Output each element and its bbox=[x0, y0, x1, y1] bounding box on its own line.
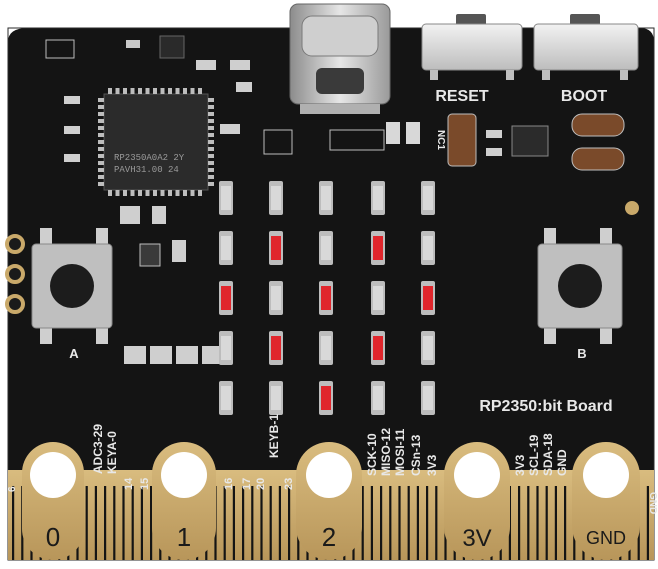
led-r2-c4 bbox=[421, 281, 435, 315]
pin-label-3v3-a: 3V3 bbox=[425, 454, 439, 476]
pad-0-label: 0 bbox=[46, 522, 60, 552]
pin-label-mosi: MOSI-11 bbox=[393, 428, 407, 476]
pin-label-17: 17 bbox=[241, 478, 253, 490]
led-r1-c1 bbox=[269, 231, 283, 265]
reset-switch[interactable] bbox=[421, 14, 523, 80]
led-r3-c3 bbox=[371, 331, 385, 365]
chip-pins bbox=[98, 88, 214, 196]
nc1-label: NC1 bbox=[435, 130, 446, 150]
button-b-label: B bbox=[577, 346, 586, 361]
led-r1-c3 bbox=[371, 231, 385, 265]
led-r3-c0 bbox=[219, 331, 233, 365]
led-r0-c4 bbox=[421, 181, 435, 215]
resistor-array bbox=[124, 346, 224, 364]
led-r2-c0 bbox=[219, 281, 233, 315]
led-r3-c1 bbox=[269, 331, 283, 365]
led-r3-c2 bbox=[319, 331, 333, 365]
led-r0-c1 bbox=[269, 181, 283, 215]
led-r2-c1 bbox=[269, 281, 283, 315]
boot-switch[interactable] bbox=[533, 14, 639, 80]
pin-label-gnd-edge: GND bbox=[647, 492, 658, 514]
usb-c-connector bbox=[289, 3, 391, 114]
led-r4-c1 bbox=[269, 381, 283, 415]
pin-label-16: 16 bbox=[223, 478, 235, 490]
small-components bbox=[45, 35, 639, 267]
pin-label-scl: SCL-19 bbox=[527, 434, 541, 476]
led-r1-c4 bbox=[421, 231, 435, 265]
pad-gnd-label: GND bbox=[586, 528, 626, 548]
led-r2-c2 bbox=[319, 281, 333, 315]
pad-2[interactable]: 2 bbox=[296, 442, 362, 560]
pin-label-3v3-b: 3V3 bbox=[513, 454, 527, 476]
reset-label: RESET bbox=[435, 88, 489, 105]
pin-label-gnd: GND bbox=[555, 449, 569, 476]
led-r1-c0 bbox=[219, 231, 233, 265]
pin-labels: 6 ADC3-29 KEYA-0 14 15 16 17 20 KEYB-1 2… bbox=[7, 414, 658, 515]
led-r4-c3 bbox=[371, 381, 385, 415]
pin-label-6: 6 bbox=[7, 486, 18, 492]
chip-marking-2: PAVH31.00 24 bbox=[114, 165, 179, 175]
pin-label-adc3: ADC3-29 bbox=[91, 424, 105, 474]
pin-label-keyb: KEYB-1 bbox=[267, 414, 281, 458]
pin-label-csn: CSn-13 bbox=[409, 434, 423, 476]
pad-0[interactable]: 0 bbox=[22, 442, 84, 560]
pad-2-label: 2 bbox=[322, 522, 336, 552]
left-holes bbox=[5, 234, 25, 314]
board-title: RP2350:bit Board bbox=[479, 398, 612, 415]
led-r0-c3 bbox=[371, 181, 385, 215]
pad-3v-label: 3V bbox=[462, 525, 491, 552]
pin-label-23: 23 bbox=[283, 478, 295, 490]
pad-1[interactable]: 1 bbox=[152, 442, 216, 560]
button-a[interactable] bbox=[31, 228, 113, 344]
led-r2-c3 bbox=[371, 281, 385, 315]
pin-label-keya: KEYA-0 bbox=[105, 431, 119, 474]
rp2350-chip: RP2350A0A2 2Y PAVH31.00 24 bbox=[98, 88, 214, 196]
led-r3-c4 bbox=[421, 331, 435, 365]
button-a-label: A bbox=[69, 346, 79, 361]
led-r0-c2 bbox=[319, 181, 333, 215]
button-b[interactable] bbox=[537, 228, 623, 344]
led-r1-c2 bbox=[319, 231, 333, 265]
pad-1-label: 1 bbox=[177, 522, 191, 552]
pin-label-14: 14 bbox=[123, 477, 135, 490]
pin-label-sck: SCK-10 bbox=[365, 433, 379, 476]
led-r0-c0 bbox=[219, 181, 233, 215]
pin-label-sda: SDA-18 bbox=[541, 433, 555, 476]
pad-gnd[interactable]: GND bbox=[572, 442, 640, 560]
led-r4-c0 bbox=[219, 381, 233, 415]
boot-label: BOOT bbox=[561, 88, 607, 105]
chip-marking-1: RP2350A0A2 2Y bbox=[114, 153, 185, 163]
pin-label-20: 20 bbox=[255, 478, 267, 490]
led-matrix bbox=[219, 181, 435, 415]
pad-3v[interactable]: 3V bbox=[444, 442, 510, 560]
led-r4-c4 bbox=[421, 381, 435, 415]
pin-label-15: 15 bbox=[139, 478, 151, 490]
led-r4-c2 bbox=[319, 381, 333, 415]
pin-label-miso: MISO-12 bbox=[379, 428, 393, 476]
